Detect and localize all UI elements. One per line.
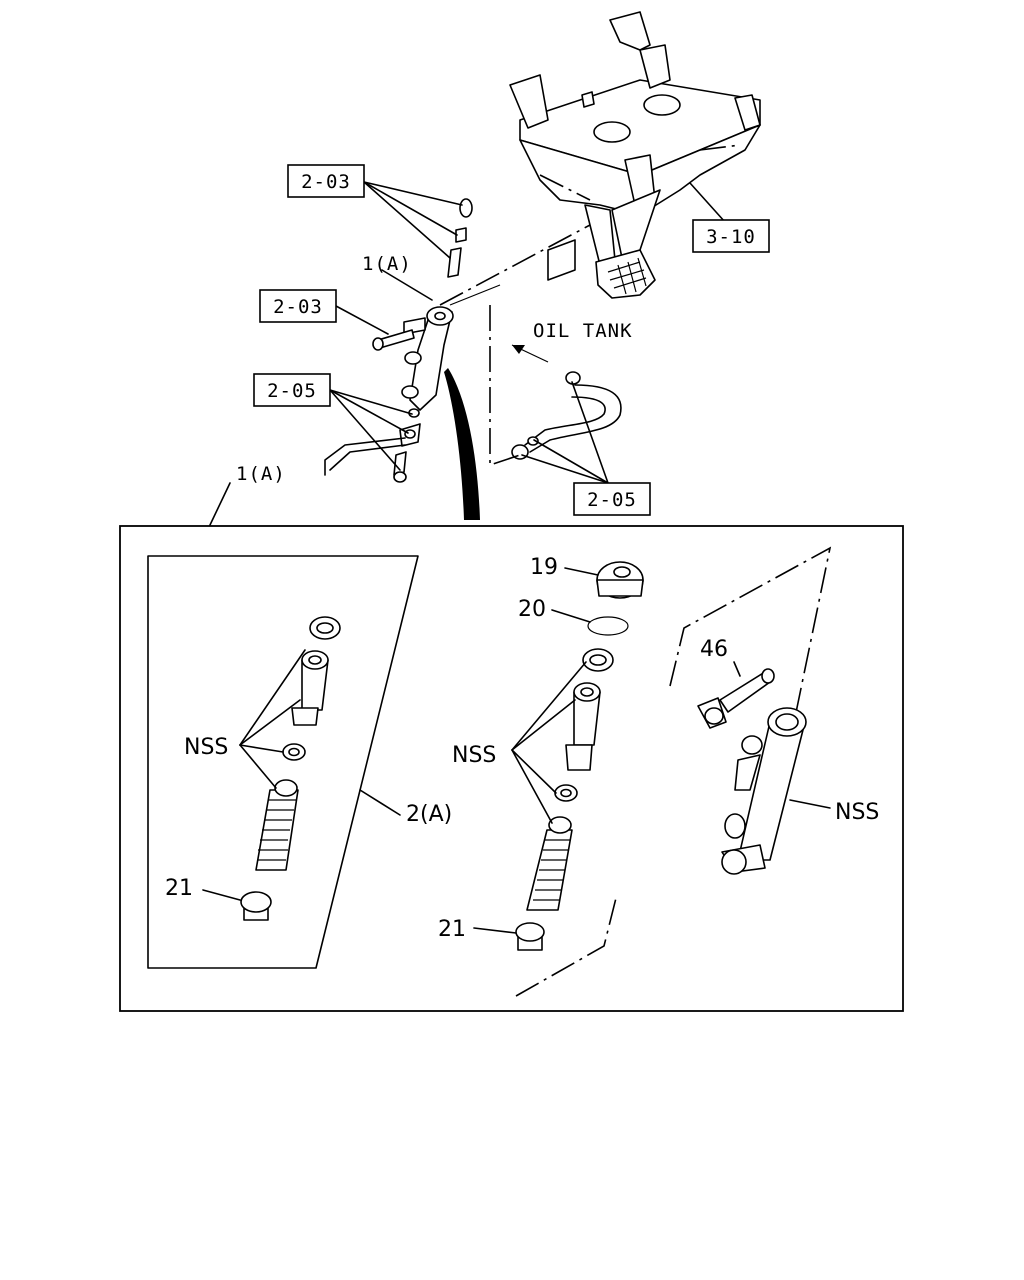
detail-leader-wedge — [444, 368, 480, 520]
label-oil-tank: OIL TANK — [533, 320, 633, 342]
master-cylinder-top — [324, 198, 501, 483]
label-19: 19 — [530, 555, 558, 580]
label-nss-right: NSS — [835, 800, 879, 825]
kit-2a-parts — [202, 616, 401, 921]
svg-text:2-03: 2-03 — [301, 171, 351, 193]
label-nss-mid: NSS — [452, 743, 496, 768]
ref-box-2-05-left[interactable]: 2-05 — [253, 373, 331, 407]
label-21-left: 21 — [165, 876, 193, 901]
ref-box-2-03-top[interactable]: 2-03 — [287, 164, 365, 198]
svg-text:2-03: 2-03 — [273, 296, 323, 318]
ref-box-2-05-right[interactable]: 2-05 — [573, 482, 651, 516]
kit-middle-parts — [473, 561, 644, 997]
label-nss-left: NSS — [184, 735, 228, 760]
svg-text:2-05: 2-05 — [267, 380, 317, 402]
ref-box-3-10[interactable]: 3-10 — [692, 219, 770, 253]
cylinder-detail-parts — [669, 546, 832, 875]
kit-2a-frame — [147, 555, 419, 969]
svg-text:2-05: 2-05 — [587, 489, 637, 511]
label-1a-top: 1(A) — [362, 253, 412, 275]
svg-text:3-10: 3-10 — [706, 226, 756, 248]
label-21-right: 21 — [438, 917, 466, 942]
label-46: 46 — [700, 637, 728, 662]
detail-frame — [119, 525, 904, 1012]
label-2a: 2(A) — [406, 802, 452, 827]
pedal-bracket-assembly — [439, 11, 761, 306]
label-20: 20 — [518, 597, 546, 622]
leader-lines-top — [209, 181, 726, 526]
label-1a-box: 1(A) — [236, 463, 286, 485]
ref-box-2-03-mid[interactable]: 2-03 — [259, 289, 337, 323]
